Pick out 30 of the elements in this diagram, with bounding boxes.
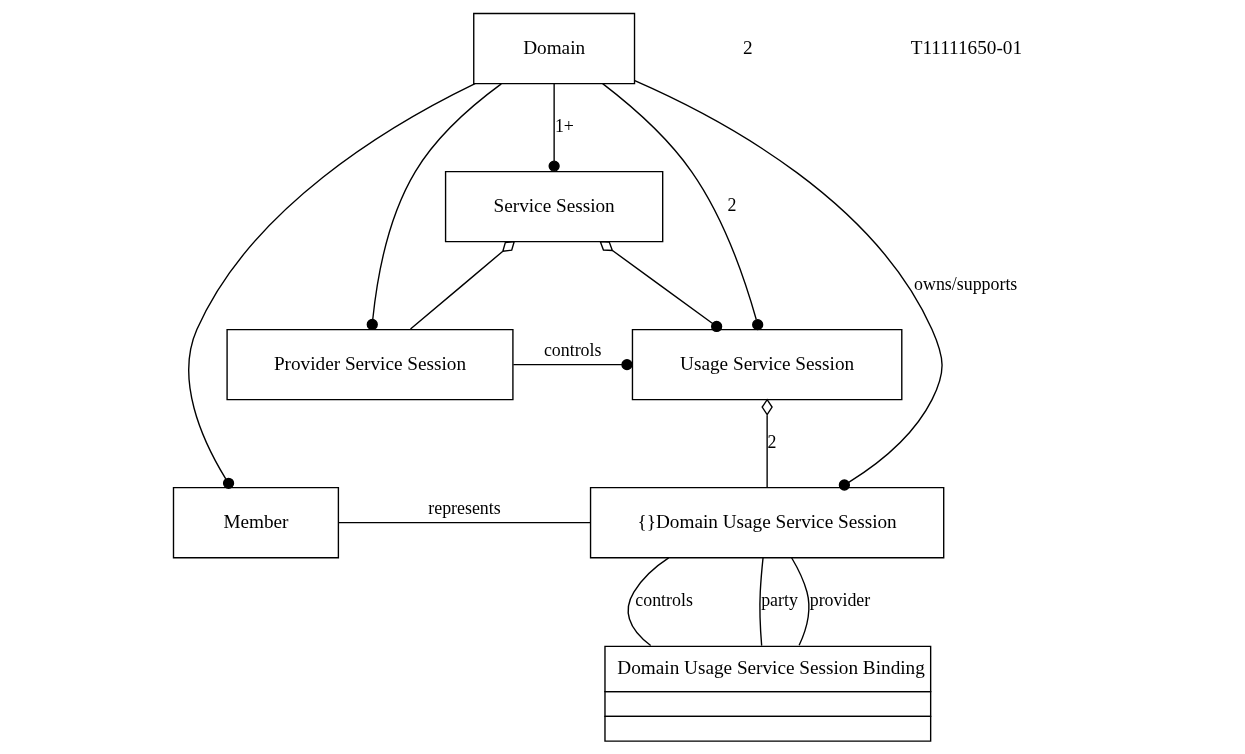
connector	[337, 521, 591, 524]
node-box: Member	[172, 486, 340, 559]
connector	[790, 557, 810, 646]
connector	[599, 240, 723, 333]
edge-label: controls	[635, 590, 693, 611]
connector	[761, 398, 773, 488]
edge-label: represents	[428, 497, 501, 518]
connector	[548, 82, 560, 172]
connector	[627, 557, 670, 647]
label: T11111650-01	[910, 36, 1023, 58]
node-box: Usage Service Session	[631, 328, 903, 401]
connector	[409, 240, 516, 330]
connector	[759, 557, 764, 647]
connector	[512, 359, 633, 371]
edge-label: owns/supports	[914, 274, 1018, 295]
node-box: {}Domain Usage Service Session	[589, 486, 945, 559]
edge-label: 1+	[554, 116, 574, 137]
edge-label: party	[761, 590, 798, 611]
node-box: Provider Service Session	[226, 328, 514, 401]
node-box: Service Session	[444, 170, 664, 243]
node-box: Domain	[473, 12, 636, 85]
edge-label: 2	[727, 195, 737, 216]
connector	[366, 83, 502, 331]
connector	[188, 82, 476, 489]
connector	[634, 80, 943, 491]
edge-label: provider	[809, 590, 871, 611]
edge-label: 2	[767, 432, 777, 453]
edge-label: controls	[543, 339, 602, 360]
connector	[601, 82, 764, 331]
label: 2	[743, 36, 753, 58]
